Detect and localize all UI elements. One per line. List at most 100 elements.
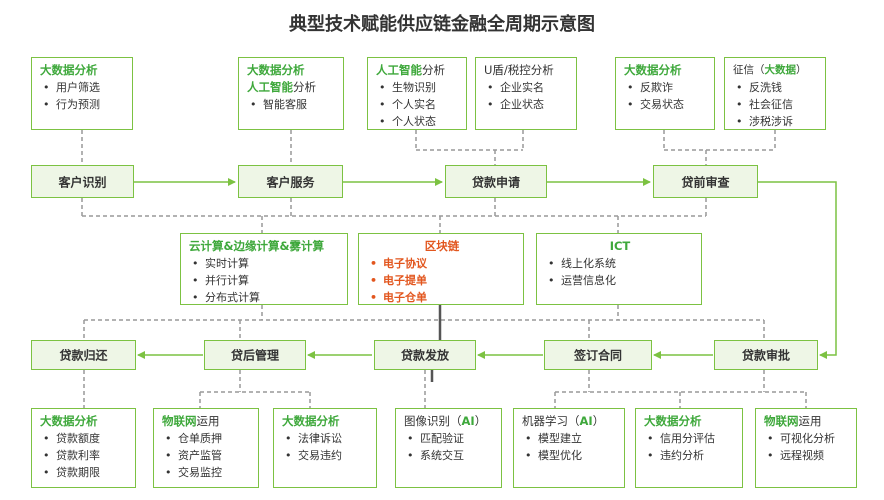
mid-box-blockchain-title: 区块链 [424, 239, 460, 253]
list-item: 违约分析 [644, 447, 736, 464]
process-label: 贷款归还 [59, 348, 108, 363]
list-item: 涉税涉诉 [733, 113, 819, 130]
list-item: 远程视频 [764, 447, 850, 464]
list-item: 交易状态 [624, 96, 708, 113]
process-label: 客户服务 [266, 175, 315, 189]
bottom-box-3: 大数据分析 法律诉讼 交易违约 [273, 408, 377, 488]
list-item: 可视化分析 [764, 430, 850, 447]
list-item: 反洗钱 [733, 79, 819, 96]
process-customer-service: 客户服务 [238, 165, 343, 198]
top-box-6-heading-prefix: 征信（ [733, 64, 765, 76]
mid-box-blockchain: 区块链 电子协议 电子提单 电子仓单 [358, 233, 524, 306]
list-item: 匹配验证 [404, 430, 495, 447]
top-box-4-heading: U盾/税控分析 [484, 63, 554, 77]
bottom-box-7: 物联网运用 可视化分析 远程视频 [755, 408, 857, 488]
list-item: 系统交互 [404, 447, 495, 464]
bottom-box-7-heading: 物联网 [764, 414, 799, 428]
list-item: 反欺诈 [624, 79, 708, 96]
list-item: 并行计算 [189, 272, 341, 289]
bottom-box-6-heading: 大数据分析 [644, 414, 702, 428]
bottom-box-7-heading-suffix: 运用 [798, 414, 822, 428]
list-item: 电子协议 [367, 255, 517, 272]
process-label: 贷后管理 [230, 348, 279, 363]
process-loan-approval: 贷款审批 [714, 340, 818, 370]
list-item: 用户筛选 [40, 79, 126, 96]
top-box-2-subheading: 人工智能 [247, 80, 293, 94]
list-item: 资产监管 [162, 447, 252, 464]
process-post-loan-management: 贷后管理 [204, 340, 306, 370]
bottom-box-4: 图像识别（AI） 匹配验证 系统交互 [395, 408, 502, 488]
top-box-1-heading: 大数据分析 [40, 63, 98, 77]
top-box-6: 征信（大数据） 反洗钱 社会征信 涉税涉诉 [724, 57, 826, 130]
bottom-box-6: 大数据分析 信用分评估 违约分析 [635, 408, 743, 488]
list-item: 贷款利率 [40, 447, 129, 464]
list-item: 电子仓单 [367, 289, 517, 306]
mid-box-cloud-title: 云计算&边缘计算&雾计算 [189, 239, 325, 253]
list-item: 企业实名 [484, 79, 570, 96]
mid-box-ict-title: ICT [609, 239, 631, 253]
bottom-box-5-heading-suffix: ） [592, 414, 605, 428]
top-box-3: 人工智能分析 生物识别 个人实名 个人状态 [367, 57, 467, 130]
list-item: 智能客服 [247, 96, 337, 113]
list-item: 个人实名 [376, 96, 460, 113]
process-label: 贷款发放 [400, 348, 449, 363]
list-item: 行为预测 [40, 96, 126, 113]
top-box-6-heading-suffix: ） [796, 64, 807, 76]
process-customer-identification: 客户识别 [31, 165, 134, 198]
top-box-3-heading-suffix: 分析 [422, 63, 445, 77]
list-item: 法律诉讼 [282, 430, 370, 447]
process-pre-loan-review: 贷前审查 [653, 165, 758, 198]
top-box-3-heading: 人工智能 [376, 63, 422, 77]
list-item: 企业状态 [484, 96, 570, 113]
top-box-4: U盾/税控分析 企业实名 企业状态 [475, 57, 577, 130]
list-item: 个人状态 [376, 113, 460, 130]
top-box-1: 大数据分析 用户筛选 行为预测 [31, 57, 133, 130]
top-box-2-subheading-suffix: 分析 [293, 80, 316, 94]
bottom-box-2-heading: 物联网 [162, 414, 197, 428]
process-label: 签订合同 [573, 348, 622, 363]
bottom-box-2: 物联网运用 仓单质押 资产监管 交易监控 [153, 408, 259, 488]
list-item: 线上化系统 [545, 255, 695, 272]
mid-box-ict: ICT 线上化系统 运营信息化 [536, 233, 702, 305]
top-box-2: 大数据分析 人工智能分析 智能客服 [238, 57, 344, 130]
list-item: 生物识别 [376, 79, 460, 96]
list-item: 运营信息化 [545, 272, 695, 289]
list-item: 实时计算 [189, 255, 341, 272]
process-label: 客户识别 [58, 175, 107, 189]
process-label: 贷前审查 [681, 175, 730, 189]
bottom-box-3-heading: 大数据分析 [282, 414, 340, 428]
list-item: 交易监控 [162, 464, 252, 481]
process-contract-signing: 签订合同 [544, 340, 652, 370]
page-title: 典型技术赋能供应链金融全周期示意图 [289, 14, 595, 35]
top-box-5: 大数据分析 反欺诈 交易状态 [615, 57, 715, 130]
process-loan-disbursement: 贷款发放 [374, 340, 476, 370]
process-loan-application: 贷款申请 [445, 165, 547, 198]
bottom-box-1-heading: 大数据分析 [40, 414, 98, 428]
bottom-box-1: 大数据分析 贷款额度 贷款利率 贷款期限 [31, 408, 136, 488]
bottom-box-4-heading: AI [461, 414, 475, 428]
bottom-box-5-heading-prefix: 机器学习（ [522, 414, 580, 428]
bottom-box-4-heading-suffix: ） [474, 414, 487, 428]
top-box-5-heading: 大数据分析 [624, 63, 682, 77]
process-label: 贷款审批 [741, 348, 790, 363]
process-loan-repayment: 贷款归还 [31, 340, 136, 370]
list-item: 模型建立 [522, 430, 618, 447]
list-item: 模型优化 [522, 447, 618, 464]
list-item: 交易违约 [282, 447, 370, 464]
list-item: 贷款期限 [40, 464, 129, 481]
top-box-2-heading: 大数据分析 [247, 63, 305, 77]
process-label: 贷款申请 [471, 175, 520, 189]
mid-box-cloud-computing: 云计算&边缘计算&雾计算 实时计算 并行计算 分布式计算 [180, 233, 348, 306]
top-box-6-heading: 大数据 [764, 64, 797, 76]
list-item: 仓单质押 [162, 430, 252, 447]
list-item: 电子提单 [367, 272, 517, 289]
list-item: 分布式计算 [189, 289, 341, 306]
list-item: 信用分评估 [644, 430, 736, 447]
list-item: 社会征信 [733, 96, 819, 113]
list-item: 贷款额度 [40, 430, 129, 447]
bottom-box-4-heading-prefix: 图像识别（ [404, 414, 462, 428]
bottom-box-2-heading-suffix: 运用 [196, 414, 220, 428]
bottom-box-5: 机器学习（AI） 模型建立 模型优化 [513, 408, 625, 488]
bottom-box-5-heading: AI [579, 414, 593, 428]
